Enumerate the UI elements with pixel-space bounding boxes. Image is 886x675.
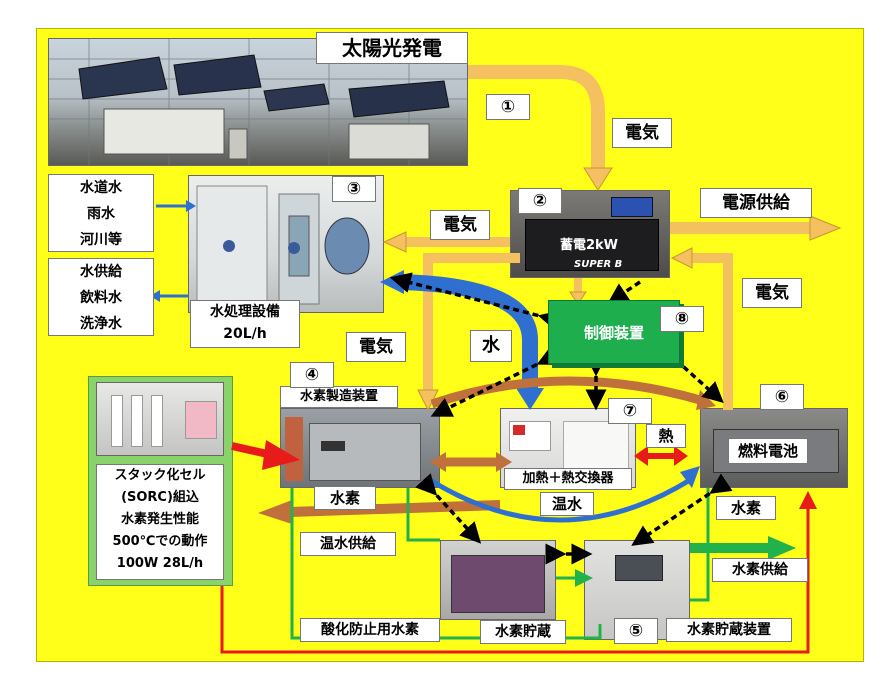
electricity-label-mid: 電気 — [346, 332, 406, 362]
stack-info-0: スタック化セル — [114, 468, 206, 483]
number-5: ⑤ — [614, 618, 658, 644]
water-input-box: 水道水 雨水 河川等 — [48, 174, 154, 252]
battery-photo — [510, 190, 670, 278]
number-8: ⑧ — [660, 306, 704, 332]
number-6: ⑥ — [760, 384, 804, 410]
hydrogen-storage-photo — [440, 540, 556, 620]
number-7: ⑦ — [608, 398, 652, 424]
water-output-box: 水供給 飲料水 洗浄水 — [48, 258, 154, 336]
ctrl-line-h2storage — [415, 473, 482, 544]
ctrl-line-fc-storage — [631, 473, 733, 546]
water-output-2: 洗浄水 — [80, 316, 122, 332]
water-input-0: 水道水 — [80, 180, 122, 196]
number-4: ④ — [290, 362, 334, 388]
electricity-label-left: 電気 — [430, 210, 490, 240]
control-box-label: 制御装置 — [583, 324, 644, 342]
electricity-label-top: 電気 — [612, 118, 672, 148]
hot-water-supply-label: 温水供給 — [300, 532, 396, 556]
solar-panel-illustration — [49, 39, 467, 165]
hydrogen-label-right: 水素 — [716, 496, 776, 520]
h2-storage-device-label: 水素貯蔵装置 — [666, 618, 792, 642]
water-input-2: 河川等 — [80, 232, 122, 248]
stack-cell-photo — [96, 382, 224, 456]
heat-label: 熱 — [646, 424, 686, 448]
water-treatment-illustration — [196, 185, 370, 305]
stack-info-4: 100W 28L/h — [116, 556, 204, 571]
green-line-antioxidant — [406, 488, 440, 542]
solar-panel-photo — [48, 38, 468, 166]
red-line-loop — [220, 491, 817, 654]
electricity-label-right: 電気 — [742, 278, 802, 308]
hydrogen-production-photo — [280, 408, 440, 488]
electricity-arrow-solar — [468, 65, 605, 170]
number-3: ③ — [332, 176, 376, 202]
h2-storage-label: 水素貯蔵 — [480, 620, 566, 644]
number-1: ① — [486, 94, 530, 120]
hydrogen-supply-label: 水素供給 — [712, 558, 808, 582]
ctrl-line-water — [389, 272, 561, 331]
ctrl-line-battery — [607, 280, 641, 304]
stack-info-1: (SORC)組込 — [121, 490, 199, 505]
antioxidant-h2-label: 酸化防止用水素 — [300, 618, 440, 642]
battery-brand: SUPER B — [574, 259, 623, 270]
hydrogen-label-left: 水素 — [314, 486, 376, 510]
hot-water-label: 温水 — [540, 492, 594, 516]
control-box: 制御装置 — [548, 300, 680, 364]
battery-label: 蓄電2kW — [559, 238, 619, 253]
solar-label: 太陽光発電 — [316, 32, 468, 64]
green-line-outer — [290, 488, 602, 640]
water-input-1: 雨水 — [87, 206, 115, 222]
stack-info-box: スタック化セル (SORC)組込 水素発生性能 500℃での動作 100W 28… — [96, 464, 224, 580]
hot-water-arrow-top — [430, 376, 702, 409]
electricity-arrow-h2-production — [423, 253, 520, 392]
water-output-0: 水供給 — [80, 264, 122, 280]
water-label: 水 — [470, 330, 512, 362]
ctrl-line-fc — [661, 345, 724, 404]
stack-info-2: 水素発生性能 — [120, 512, 199, 527]
water-treatment-label: 水処理設備 20L/h — [190, 300, 300, 348]
h2-production-label: 水素製造装置 — [280, 386, 398, 408]
fuel-cell-label: 燃料電池 — [728, 438, 808, 464]
electricity-arrow-fuelcell — [690, 253, 733, 410]
heat-exchanger-label: 加熱＋熱交換器 — [504, 468, 632, 490]
power-supply-label: 電源供給 — [700, 188, 812, 218]
stack-info-3: 500℃での動作 — [112, 534, 208, 549]
number-2: ② — [518, 188, 562, 214]
water-output-1: 飲料水 — [80, 290, 122, 306]
